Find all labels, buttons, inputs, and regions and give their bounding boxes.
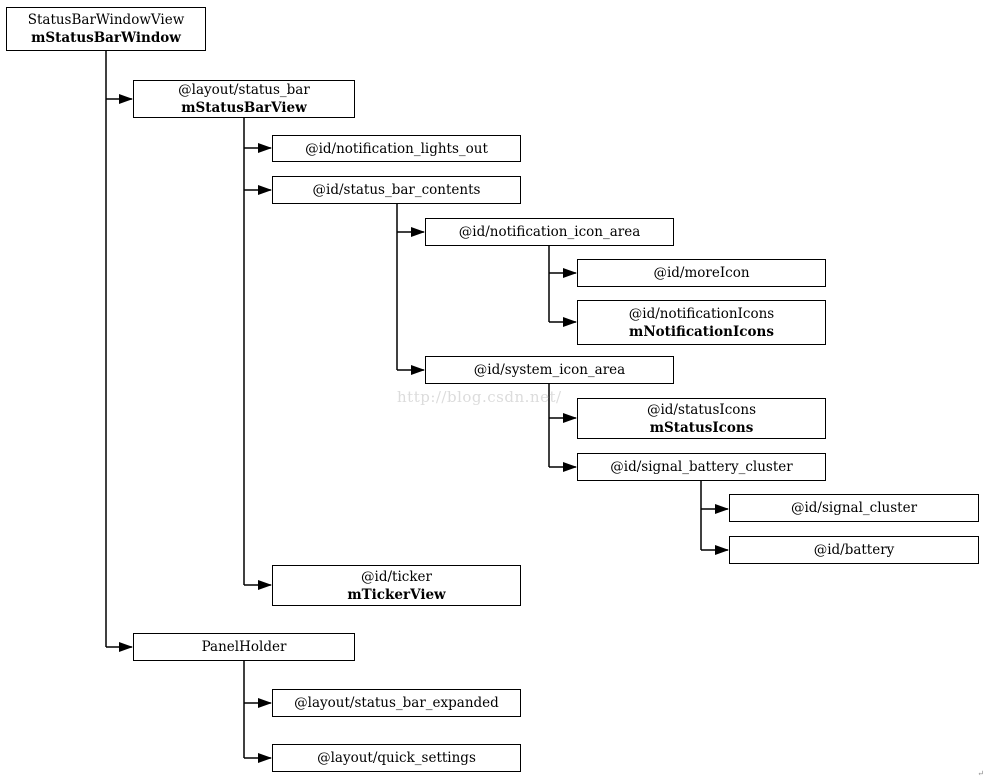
node-label: @id/notification_icon_area <box>458 224 641 240</box>
node-label: @id/signal_cluster <box>790 500 918 516</box>
node-label: @id/battery <box>813 542 895 558</box>
node-notification-icon-area: @id/notification_icon_area <box>425 218 674 246</box>
node-status-bar-contents: @id/status_bar_contents <box>272 176 521 204</box>
node-variable: mStatusBarView <box>181 100 307 116</box>
node-variable: mStatusIcons <box>649 419 754 436</box>
node-panel-holder: PanelHolder <box>133 633 355 661</box>
node-label: StatusBarWindowView <box>27 12 185 28</box>
node-label: @id/system_icon_area <box>473 362 626 378</box>
node-label: @id/signal_battery_cluster <box>610 459 793 475</box>
node-system-icon-area: @id/system_icon_area <box>425 356 674 384</box>
node-label: @layout/status_bar <box>178 82 310 98</box>
node-label: @layout/status_bar_expanded <box>294 695 499 711</box>
watermark: http://blog.csdn.net/ <box>397 388 562 406</box>
node-variable: mTickerView <box>347 586 446 603</box>
node-more-icon: @id/moreIcon <box>577 259 826 287</box>
node-label: @id/moreIcon <box>653 265 750 281</box>
node-layout-status-bar-expanded: @layout/status_bar_expanded <box>272 689 521 717</box>
node-status-bar-window-view: StatusBarWindowView mStatusBarWindow <box>6 7 206 51</box>
node-label: @layout/quick_settings <box>317 750 476 766</box>
node-notification-lights-out: @id/notification_lights_out <box>272 135 521 162</box>
node-label: @id/statusIcons <box>646 401 757 418</box>
node-label: @id/status_bar_contents <box>312 182 481 198</box>
node-signal-battery-cluster: @id/signal_battery_cluster <box>577 453 826 481</box>
node-label: @id/ticker <box>361 568 432 585</box>
node-variable: mStatusBarWindow <box>31 30 181 46</box>
corner-mark: ↵ <box>977 769 984 778</box>
node-label: @id/notificationIcons <box>628 305 775 322</box>
node-signal-cluster: @id/signal_cluster <box>729 494 979 522</box>
node-layout-status-bar: @layout/status_bar mStatusBarView <box>133 80 355 118</box>
node-battery: @id/battery <box>729 536 979 564</box>
node-label: PanelHolder <box>201 639 287 655</box>
node-label: @id/notification_lights_out <box>305 140 488 157</box>
node-variable: mNotificationIcons <box>629 323 774 340</box>
node-ticker: @id/ticker mTickerView <box>272 565 521 606</box>
node-notification-icons: @id/notificationIcons mNotificationIcons <box>577 300 826 345</box>
node-status-icons: @id/statusIcons mStatusIcons <box>577 398 826 439</box>
node-layout-quick-settings: @layout/quick_settings <box>272 744 521 772</box>
